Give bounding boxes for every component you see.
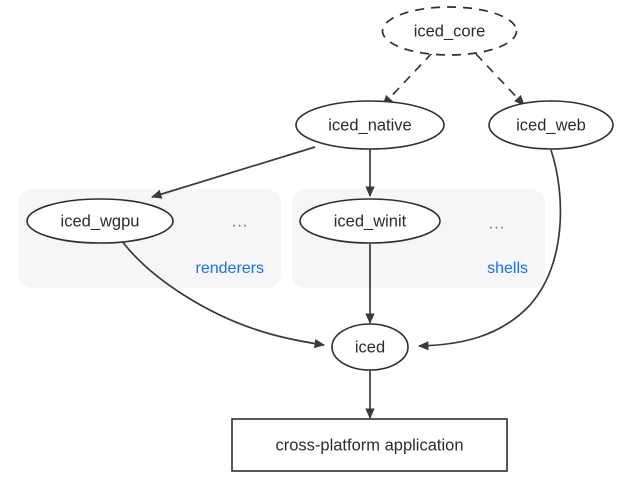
- node-iced_wgpu-label: iced_wgpu: [61, 212, 140, 230]
- node-iced_winit-shape[interactable]: [299, 198, 441, 244]
- node-application-shape[interactable]: [231, 418, 508, 472]
- node-iced_native[interactable]: iced_native: [295, 100, 445, 150]
- node-application-label: cross-platform application: [276, 436, 464, 454]
- node-iced_winit[interactable]: iced_winit: [299, 198, 441, 244]
- node-iced_core-shape[interactable]: [381, 6, 518, 56]
- edge-iced_web-to-iced: [417, 149, 562, 351]
- node-iced_winit-label: iced_winit: [334, 212, 407, 230]
- edge-iced_core-to-iced_web: [475, 53, 525, 106]
- cluster-shells-ellipsis: ...: [489, 214, 506, 232]
- node-iced_wgpu[interactable]: iced_wgpu: [26, 198, 174, 244]
- edge-layer: [121, 52, 562, 420]
- edge-iced_native-to-iced_wgpu: [150, 146, 316, 199]
- node-iced_native-shape[interactable]: [295, 100, 445, 150]
- node-iced_native-label: iced_native: [328, 116, 411, 134]
- node-iced_web-shape[interactable]: [488, 100, 614, 150]
- node-iced[interactable]: iced: [331, 323, 409, 371]
- node-iced_wgpu-shape[interactable]: [26, 198, 174, 244]
- node-iced_core[interactable]: iced_core: [381, 6, 518, 56]
- node-application[interactable]: cross-platform application: [231, 418, 508, 472]
- cluster-shells-label: shells: [487, 260, 528, 277]
- cluster-renderers-ellipsis: ...: [232, 212, 249, 230]
- node-iced_web-label: iced_web: [516, 116, 586, 134]
- node-iced-label: iced: [355, 338, 385, 356]
- node-iced_core-label: iced_core: [414, 22, 486, 40]
- cluster-renderers-label: renderers: [196, 260, 264, 277]
- edge-iced_core-to-iced_native: [382, 52, 433, 106]
- node-iced_web[interactable]: iced_web: [488, 100, 614, 150]
- edge-iced_wgpu-to-iced: [121, 240, 326, 349]
- node-iced-shape[interactable]: [331, 323, 409, 371]
